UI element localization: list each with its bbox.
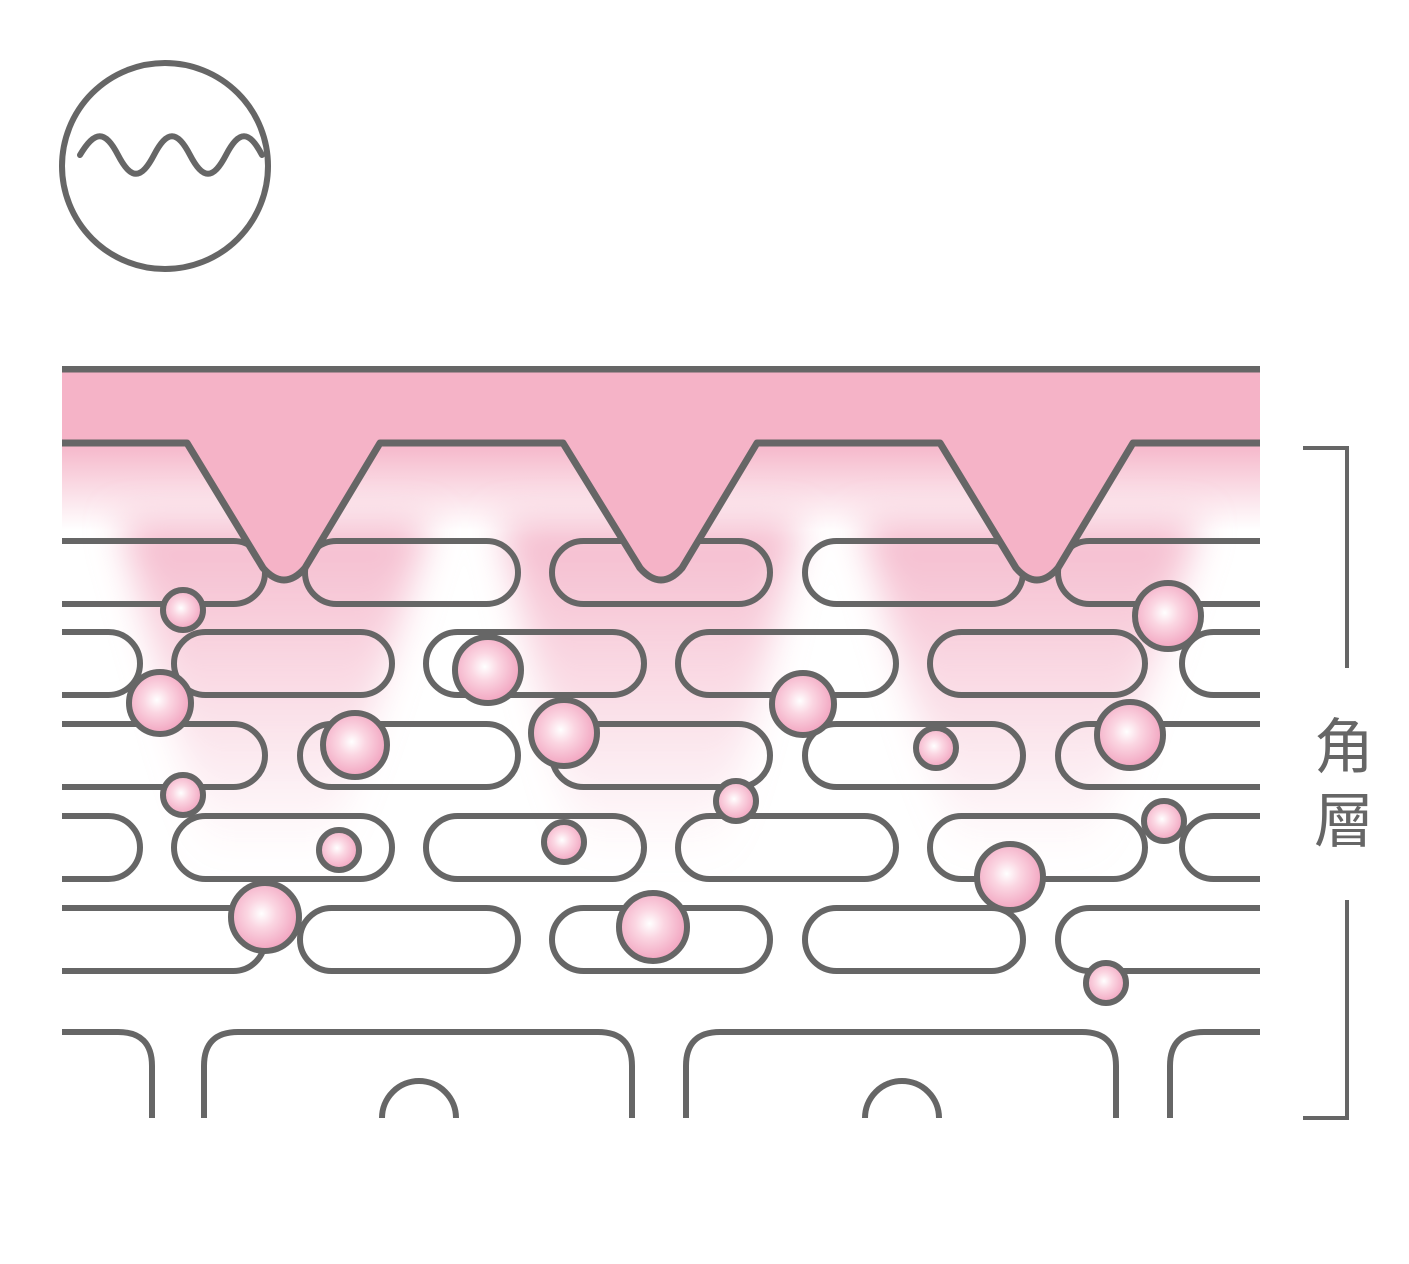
layer-label-char-1: 角 [1314,713,1374,783]
droplet [1132,580,1204,652]
droplet [541,819,587,865]
layer-label-char-2: 層 [1314,787,1374,857]
droplet [1083,960,1129,1006]
droplet [616,890,690,964]
moisture-droplets [126,580,1204,1006]
cell-row-3 [62,721,1260,790]
living-cell-layer [62,1029,1260,1118]
droplet [160,587,206,633]
droplet [769,670,837,738]
droplet [1141,798,1187,844]
droplet [316,827,362,873]
droplet [713,778,759,824]
droplet [126,669,194,737]
droplet [913,725,959,771]
stratum-corneum-area [62,366,1260,1118]
layer-bracket [1303,446,1349,1120]
film-bottom-line [62,439,1260,584]
droplet [228,880,302,954]
droplet [974,841,1046,913]
droplet [320,710,390,780]
droplet [160,772,206,818]
droplet [452,634,524,706]
water-wave-icon [59,60,271,272]
surface-film [62,369,1260,580]
droplet [528,697,600,769]
droplet [1094,699,1166,771]
cell-row-4 [62,813,1260,882]
